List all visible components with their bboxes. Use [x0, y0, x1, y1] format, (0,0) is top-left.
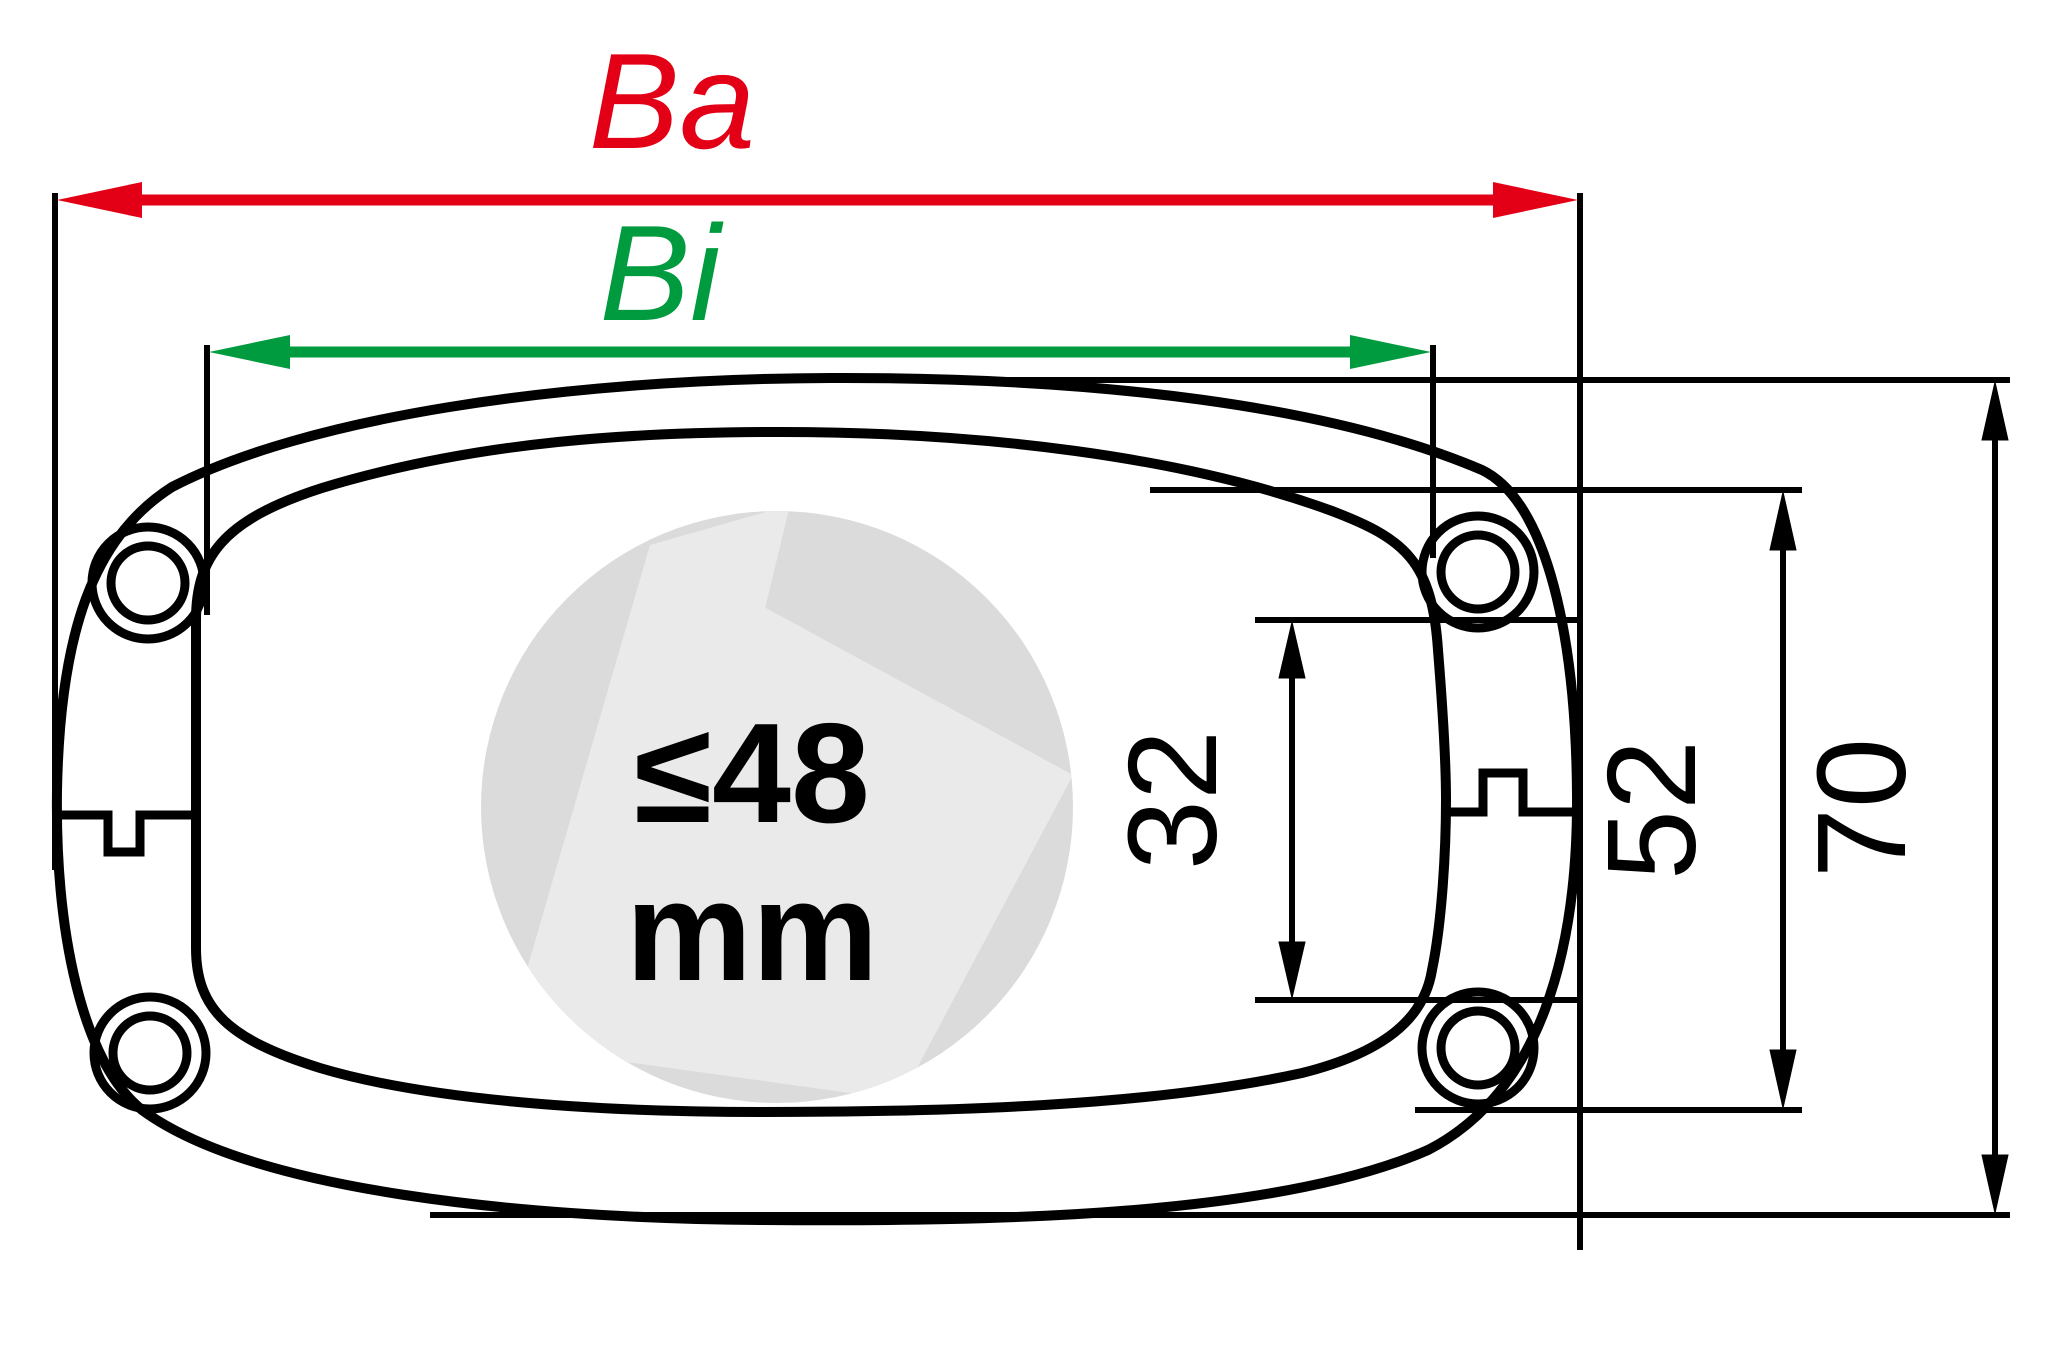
screw-hole-top-right-outer: [1417, 511, 1539, 633]
screw-hole-top-right-inner: [1436, 530, 1520, 614]
note-line-1: ≤48: [634, 694, 870, 853]
note-line-2: mm: [626, 852, 879, 1011]
ba-arrowhead-left: [57, 182, 142, 218]
dim70-label: 70: [1791, 738, 1932, 878]
dimension-32: 32: [1102, 617, 1580, 1003]
dimension-70: 70: [430, 377, 2010, 1218]
dim32-arrowhead-down: [1278, 941, 1306, 999]
dimension-bi: Bi: [204, 197, 1436, 615]
inner-opening-outline: [191, 427, 1451, 1117]
left-parting-notch: [58, 810, 196, 857]
watermark-arrow: [505, 545, 1073, 1100]
dim52-arrowhead-up: [1769, 491, 1797, 551]
dim32-label: 32: [1102, 730, 1243, 870]
watermark-arrow-tip: [650, 511, 790, 650]
dim52-arrowhead-down: [1769, 1049, 1797, 1109]
dim70-arrowhead-up: [1981, 381, 2009, 441]
screw-hole-bottom-right-outer: [1417, 987, 1539, 1109]
screw-hole-top-left-inner: [106, 541, 190, 625]
ba-dimension-label: Ba: [589, 25, 755, 177]
bi-arrowhead-left: [209, 335, 290, 369]
bi-arrowhead-right: [1350, 335, 1431, 369]
screw-hole-bottom-left-outer: [89, 992, 211, 1114]
watermark-logo: [481, 511, 1073, 1103]
screw-hole-bottom-right-inner: [1436, 1006, 1520, 1090]
dimension-ba: Ba: [52, 25, 1583, 1250]
max-tube-diameter-note: ≤48 mm: [626, 694, 879, 1011]
dim52-label: 52: [1581, 740, 1722, 880]
dim70-arrowhead-down: [1981, 1154, 2009, 1214]
bi-dimension-label: Bi: [600, 197, 725, 349]
right-parting-notch: [1446, 768, 1576, 817]
dim32-arrowhead-up: [1278, 621, 1306, 679]
ba-arrowhead-right: [1493, 182, 1578, 218]
screw-hole-bottom-left-inner: [108, 1011, 192, 1095]
dimension-52: 52: [1150, 487, 1802, 1113]
screw-holes: [87, 511, 1539, 1114]
